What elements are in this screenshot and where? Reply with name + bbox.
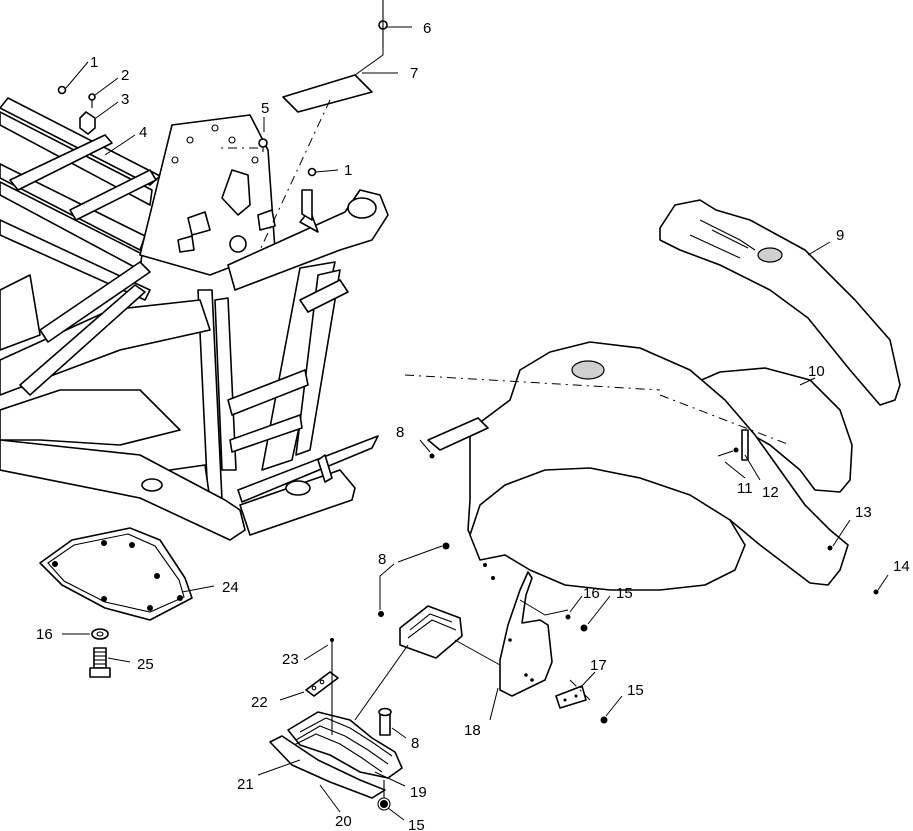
callout-20: 20 [335,813,352,830]
callout-19: 19 [410,784,427,801]
callout-16a: 16 [583,585,600,602]
callout-23: 23 [282,651,299,668]
callout-22: 22 [251,694,268,711]
callout-17: 17 [590,657,607,674]
callout-5: 5 [261,100,269,117]
clip-3 [79,111,96,135]
callout-21: 21 [237,776,254,793]
callout-14: 14 [893,558,910,575]
callout-1a: 1 [90,54,98,71]
callout-15c: 15 [408,817,425,831]
callout-2: 2 [121,67,129,84]
mud-flap-18 [489,571,623,724]
callout-8c: 8 [411,735,419,752]
footrest-assembly [257,605,501,821]
callout-4: 4 [139,124,147,141]
callout-16b: 16 [36,626,53,643]
callout-13: 13 [855,504,872,521]
plate-7 [282,74,373,113]
skid-plate-24 [39,527,215,678]
front-cab-10 [404,341,889,595]
screws-8 [378,417,489,617]
callout-12: 12 [762,484,779,501]
callout-11: 11 [737,480,753,497]
nut-1b [307,167,317,177]
callout-labels: 1 2 3 4 5 6 7 1 9 10 8 11 12 13 14 8 16 … [36,20,910,831]
callout-24: 24 [222,579,239,596]
callout-15b: 15 [627,682,644,699]
callout-3: 3 [121,91,129,108]
front-rack-9 [659,199,901,406]
callout-18: 18 [464,722,481,739]
callout-7: 7 [410,65,418,82]
callout-25: 25 [137,656,154,673]
callout-10: 10 [808,363,825,380]
callout-1b: 1 [344,162,352,179]
callout-9: 9 [836,227,844,244]
screw-2 [88,93,96,101]
hardware-top [57,0,412,251]
callout-8a: 8 [396,424,404,441]
callout-8b: 8 [378,551,386,568]
screw-5 [258,138,268,148]
frame-assembly [0,97,389,541]
callout-6: 6 [423,20,431,37]
nut-1a [57,85,67,95]
callout-15a: 15 [616,585,633,602]
